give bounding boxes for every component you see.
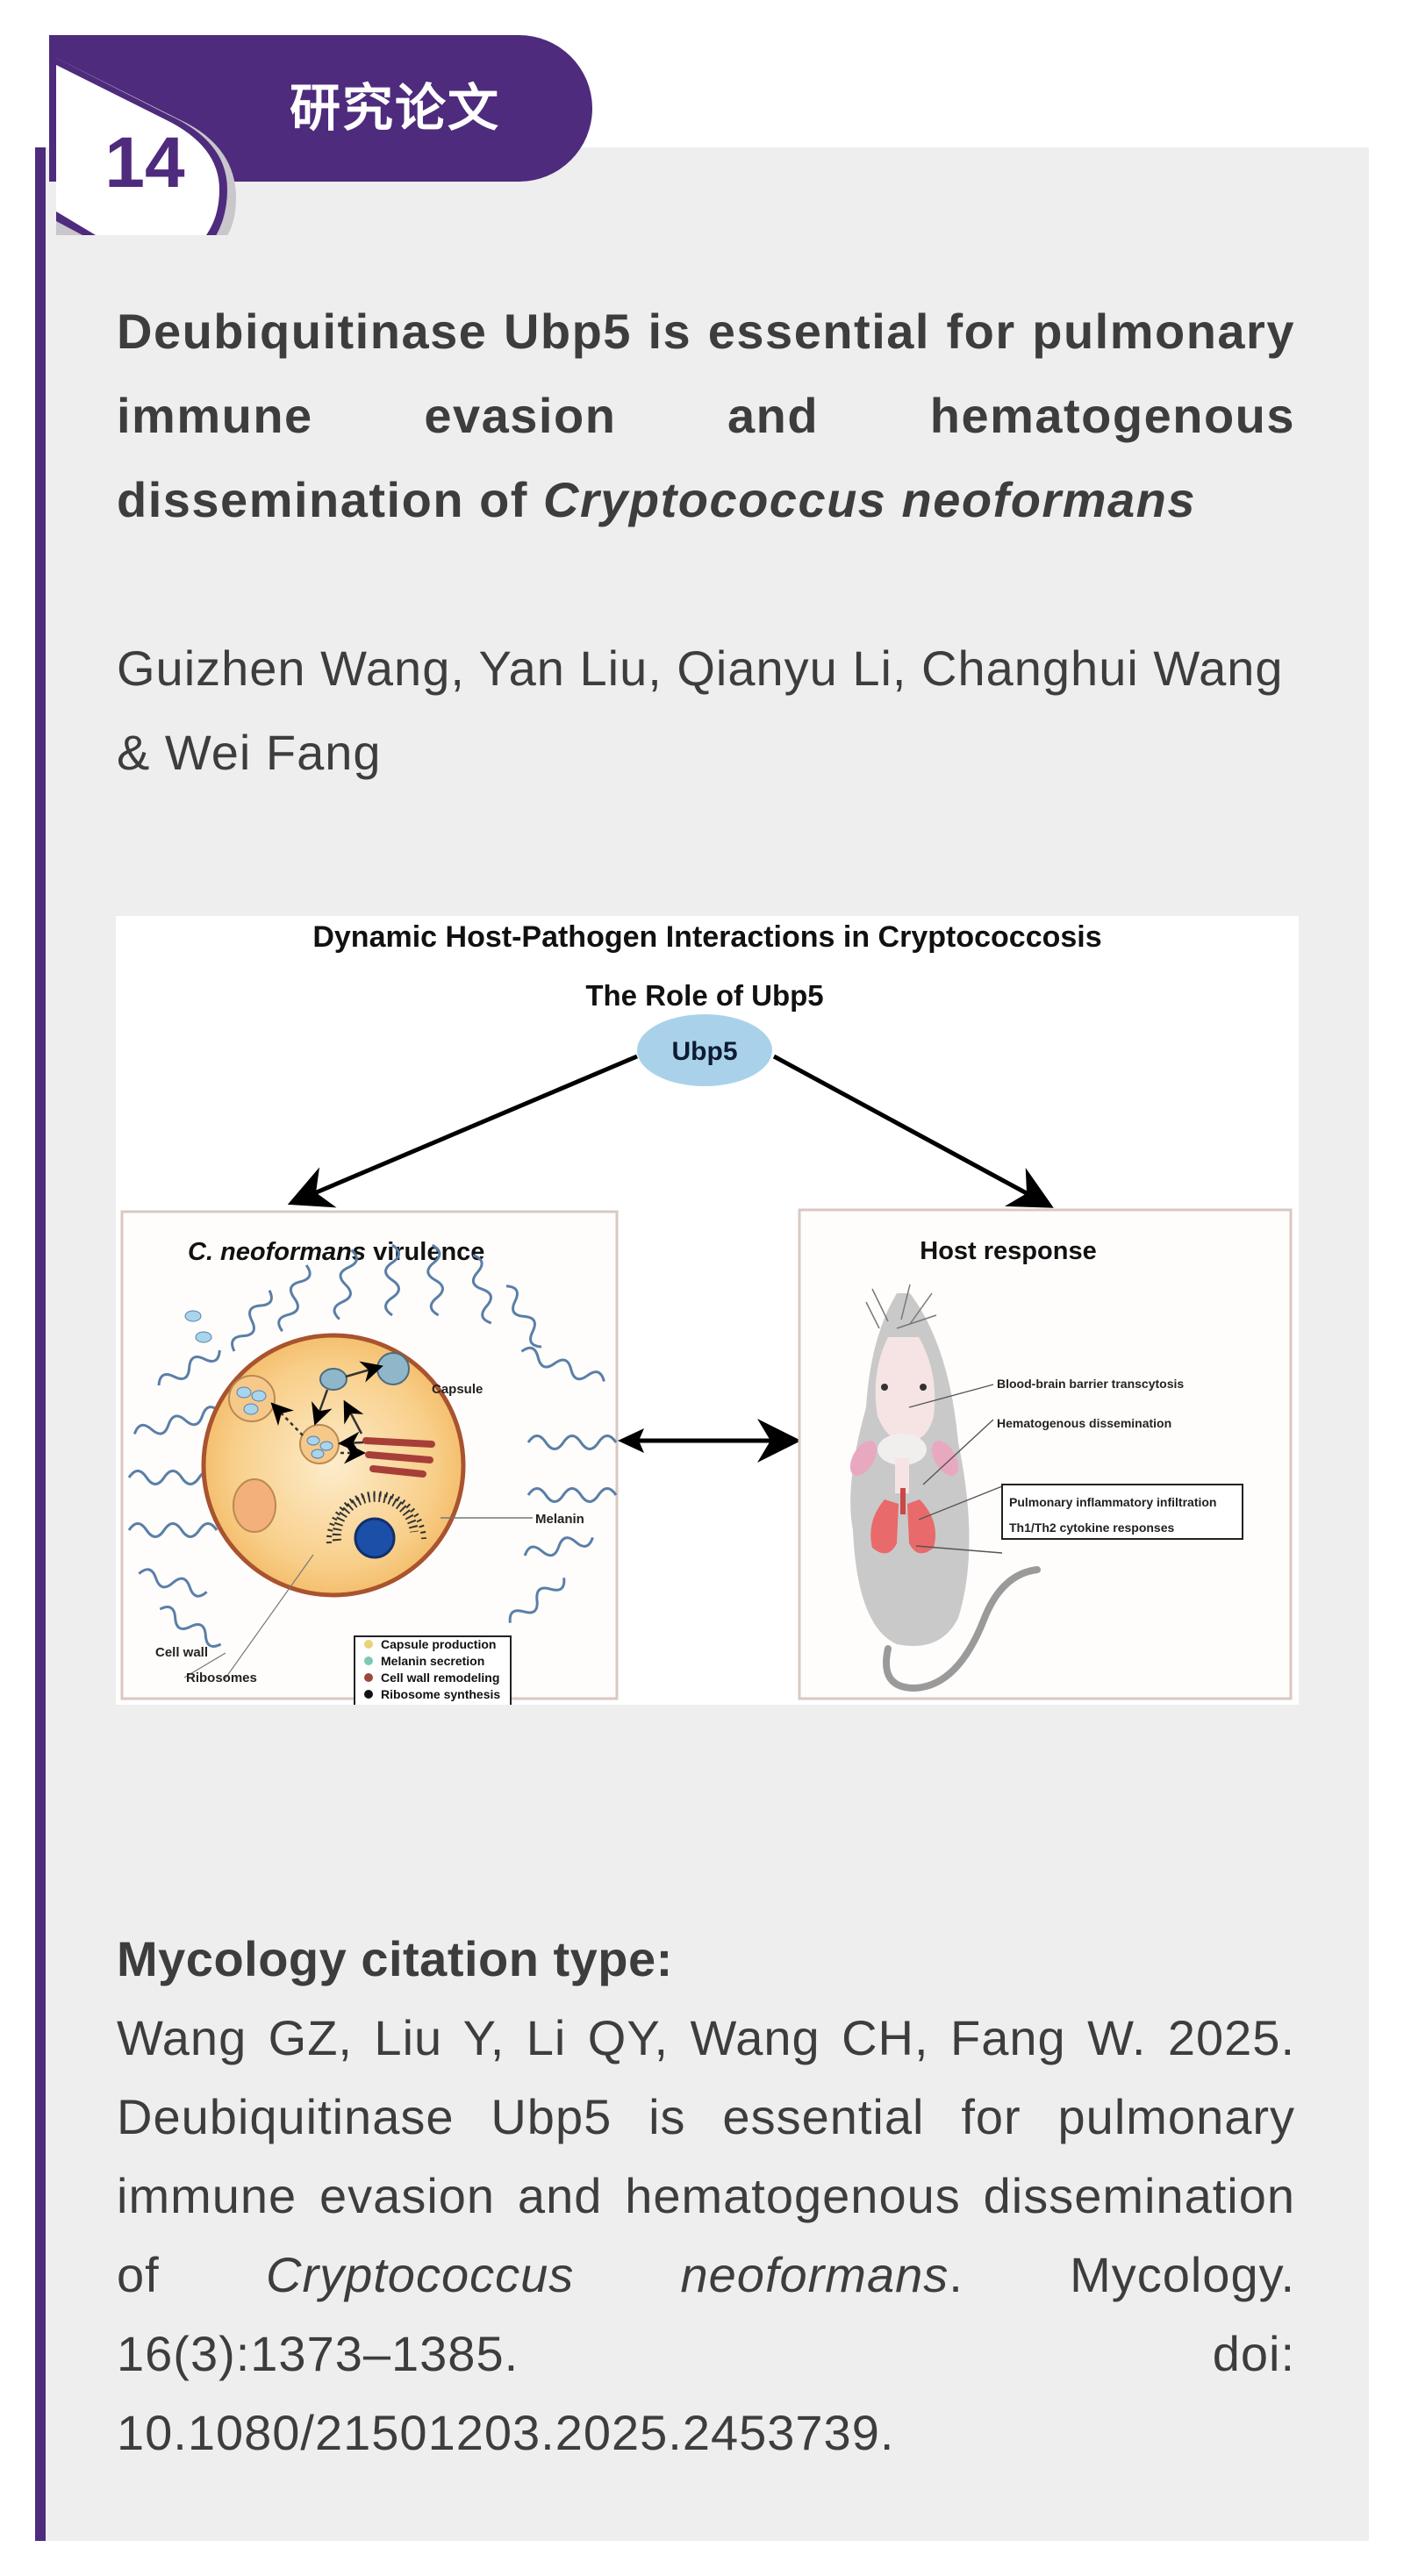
label-pulmonary: Pulmonary inflammatory infiltration bbox=[1009, 1495, 1216, 1509]
legend-label: Capsule production bbox=[381, 1637, 496, 1651]
label-capsule: Capsule bbox=[432, 1382, 483, 1397]
article-title: Deubiquitinase Ubp5 is essential for pul… bbox=[117, 290, 1295, 542]
citation-part-2: . Mycology. 16(3):1373–1385. doi: 10.108… bbox=[117, 2247, 1296, 2460]
article-authors: Guizhen Wang, Yan Liu, Qianyu Li, Changh… bbox=[117, 640, 1284, 780]
capsule-fibers bbox=[127, 1243, 618, 1648]
virulence-panel-title: C. neoformans virulence bbox=[188, 1238, 484, 1266]
graphical-abstract: Dynamic Host-Pathogen Interactions in Cr… bbox=[116, 916, 1299, 1707]
double-arrow-left-head bbox=[618, 1428, 644, 1453]
legend-label: Ribosome synthesis bbox=[381, 1687, 500, 1701]
lung-response-box bbox=[1001, 1484, 1243, 1540]
number-badge bbox=[56, 58, 249, 235]
article-number: 14 bbox=[104, 123, 185, 203]
left-accent-bar bbox=[35, 147, 46, 2541]
virulence-legend bbox=[354, 1635, 512, 1707]
citation-text: Wang GZ, Liu Y, Li QY, Wang CH, Fang W. … bbox=[117, 1999, 1295, 2472]
figure-title: Dynamic Host-Pathogen Interactions in Cr… bbox=[312, 920, 1101, 954]
legend-swatch bbox=[364, 1673, 373, 1682]
host-response-title: Host response bbox=[920, 1237, 1096, 1265]
badge-shape-icon bbox=[56, 58, 236, 235]
arrow-to-host bbox=[772, 1054, 1054, 1208]
article-title-species: Cryptococcus neoformans bbox=[543, 472, 1196, 527]
citation-heading: Mycology citation type: bbox=[117, 1931, 673, 1986]
label-hematogenous: Hematogenous dissemination bbox=[997, 1416, 1171, 1430]
legend-swatch bbox=[364, 1690, 373, 1699]
label-bbb: Blood-brain barrier transcytosis bbox=[997, 1377, 1184, 1391]
label-cell-wall: Cell wall bbox=[155, 1645, 208, 1660]
ubp5-node-label: Ubp5 bbox=[672, 1037, 738, 1066]
legend-label: Cell wall remodeling bbox=[381, 1671, 499, 1685]
section-label: 研究论文 bbox=[289, 78, 500, 138]
citation-species: Cryptococcus neoformans bbox=[266, 2247, 949, 2302]
virulence-title-text: virulence bbox=[366, 1238, 484, 1266]
legend-swatch bbox=[364, 1640, 373, 1649]
label-melanin: Melanin bbox=[535, 1512, 584, 1527]
graphical-abstract-diagram: Dynamic Host-Pathogen Interactions in Cr… bbox=[120, 920, 1293, 1707]
figure-subtitle: The Role of Ubp5 bbox=[585, 979, 823, 1012]
citation-part-1: Wang GZ, Liu Y, Li QY, Wang CH, Fang W. … bbox=[117, 2010, 1295, 2302]
arrow-to-virulence bbox=[287, 1054, 638, 1208]
ubp5-node bbox=[637, 1014, 772, 1086]
mouse-illustration bbox=[849, 1284, 1041, 1692]
label-ribosomes: Ribosomes bbox=[186, 1671, 257, 1685]
label-cytokine: Th1/Th2 cytokine responses bbox=[1009, 1521, 1174, 1535]
legend-swatch bbox=[364, 1657, 373, 1665]
article-title-text: Deubiquitinase Ubp5 is essential for pul… bbox=[117, 304, 1295, 527]
virulence-title-species: C. neoformans bbox=[188, 1238, 366, 1266]
legend-label: Melanin secretion bbox=[381, 1654, 484, 1668]
